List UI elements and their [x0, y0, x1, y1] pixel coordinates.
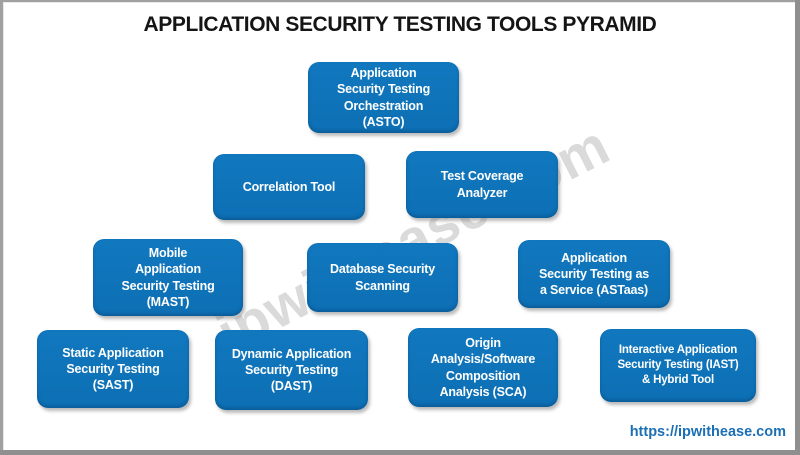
box-mast: Mobile Application Security Testing (MAS… [93, 239, 243, 316]
box-sast-label: Static Application Security Testing (SAS… [62, 345, 164, 393]
box-correlation-tool-label: Correlation Tool [242, 179, 336, 194]
box-astaas: Application Security Testing as a Servic… [518, 240, 670, 308]
box-dast: Dynamic Application Security Testing (DA… [215, 330, 368, 410]
box-sast: Static Application Security Testing (SAS… [37, 330, 189, 408]
box-database-security-scanning: Database Security Scanning [307, 243, 458, 312]
box-test-coverage-analyzer-label: Test Coverage Analyzer [440, 169, 524, 200]
footer-url: https://ipwithease.com [629, 424, 786, 440]
box-test-coverage-analyzer: Test Coverage Analyzer [406, 151, 558, 218]
box-sca-label: Origin Analysis/Software Composition Ana… [430, 336, 536, 399]
box-asto: Application Security Testing Orchestrati… [308, 62, 459, 133]
box-mast-label: Mobile Application Security Testing (MAS… [121, 246, 215, 309]
box-database-security-scanning-label: Database Security Scanning [330, 262, 435, 293]
box-sca: Origin Analysis/Software Composition Ana… [408, 328, 558, 407]
box-iast: Interactive Application Security Testing… [600, 329, 756, 402]
box-dast-label: Dynamic Application Security Testing (DA… [231, 346, 352, 394]
box-asto-label: Application Security Testing Orchestrati… [336, 66, 431, 129]
box-astaas-label: Application Security Testing as a Servic… [539, 250, 649, 298]
diagram-title: APPLICATION SECURITY TESTING TOOLS PYRAM… [143, 13, 657, 36]
box-iast-label: Interactive Application Security Testing… [617, 344, 739, 386]
box-correlation-tool: Correlation Tool [213, 154, 365, 220]
